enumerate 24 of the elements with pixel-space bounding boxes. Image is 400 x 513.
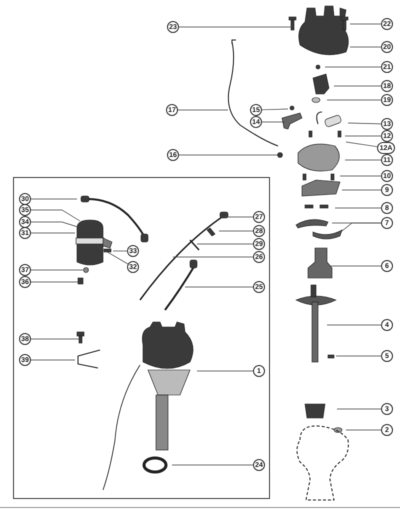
leader-line xyxy=(30,232,76,234)
leader-line xyxy=(348,122,382,124)
leader-line xyxy=(326,324,382,326)
leader-line xyxy=(30,210,80,222)
leader-line xyxy=(178,154,278,156)
leader-line xyxy=(262,108,288,110)
leader-line xyxy=(218,230,254,232)
leader-line xyxy=(342,222,382,232)
leader-line xyxy=(30,338,80,340)
leader-line xyxy=(96,246,128,264)
leader-line xyxy=(184,286,254,288)
leader-line xyxy=(350,46,382,48)
leader-line xyxy=(30,198,78,200)
inset-frame xyxy=(13,177,270,499)
leader-line xyxy=(30,222,78,228)
leader-line xyxy=(224,216,254,218)
leader-line xyxy=(172,256,254,258)
leader-line xyxy=(196,370,254,372)
leader-line xyxy=(172,464,254,466)
leader-line xyxy=(336,408,382,410)
leader-line xyxy=(346,142,378,148)
leader-line xyxy=(324,66,382,68)
leader-line xyxy=(112,250,128,252)
leader-line xyxy=(178,26,294,28)
